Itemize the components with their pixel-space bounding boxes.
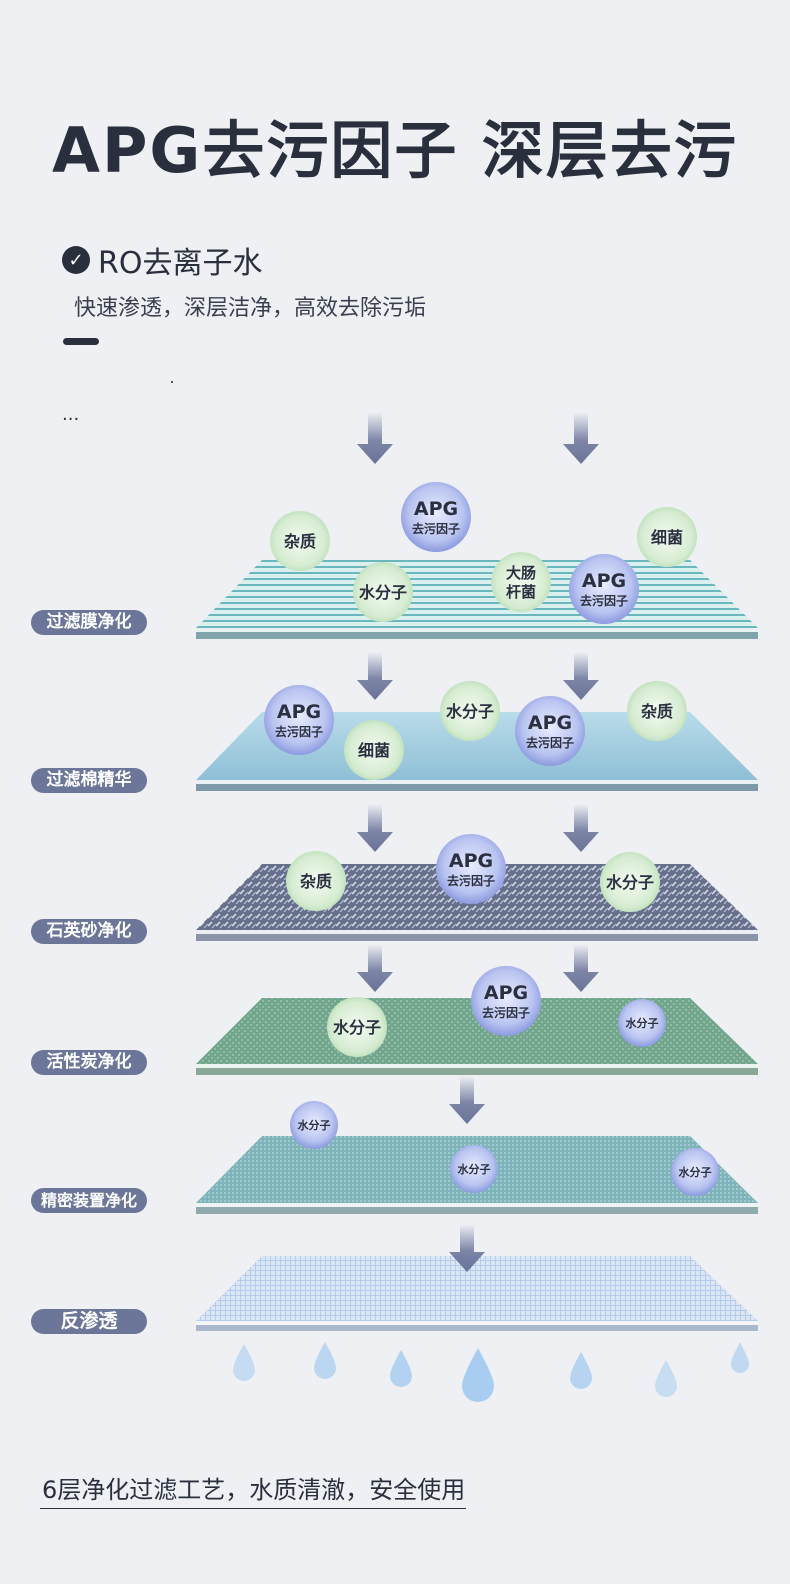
water-bubble: 水分子 bbox=[600, 852, 660, 912]
arrow-icons bbox=[357, 412, 599, 1272]
svg-text:APG: APG bbox=[277, 701, 321, 723]
apg-bubble: APG 去污因子 bbox=[436, 834, 506, 904]
svg-text:细菌: 细菌 bbox=[358, 741, 390, 760]
arrow-down-icon bbox=[563, 944, 599, 992]
arrow-down-icon bbox=[357, 804, 393, 852]
svg-text:水分子: 水分子 bbox=[333, 1018, 381, 1037]
arrow-down-icon bbox=[357, 944, 393, 992]
svg-text:去污因子: 去污因子 bbox=[526, 735, 574, 750]
layer-label-ro: 反渗透 bbox=[31, 1309, 147, 1334]
svg-text:杂质: 杂质 bbox=[284, 532, 316, 551]
water-drop-icon bbox=[462, 1348, 494, 1402]
subtitle-description: 快速渗透，深层洁净，高效去除污垢 bbox=[74, 296, 427, 321]
footer-underline bbox=[40, 1508, 466, 1509]
arrow-down-icon bbox=[563, 412, 599, 464]
water-drop-icon bbox=[655, 1360, 677, 1397]
svg-text:杆菌: 杆菌 bbox=[506, 583, 536, 601]
water-drop-icon bbox=[314, 1342, 336, 1379]
water-bubble: 水分子 bbox=[450, 1145, 498, 1193]
svg-text:APG: APG bbox=[582, 570, 626, 592]
svg-text:水分子: 水分子 bbox=[446, 702, 494, 721]
apg-bubble: APG 去污因子 bbox=[401, 482, 471, 552]
page-title: APG去污因子 深层去污 bbox=[52, 114, 738, 187]
arrow-down-icon bbox=[449, 1076, 485, 1124]
bacteria-bubble: 细菌 bbox=[637, 507, 697, 567]
arrow-down-icon bbox=[563, 652, 599, 700]
svg-text:APG: APG bbox=[484, 982, 528, 1004]
svg-text:细菌: 细菌 bbox=[651, 528, 683, 547]
svg-text:APG: APG bbox=[528, 712, 572, 734]
svg-text:水分子: 水分子 bbox=[626, 1016, 659, 1030]
svg-text:去污因子: 去污因子 bbox=[412, 521, 460, 536]
impurity-bubble: 杂质 bbox=[286, 851, 346, 911]
svg-text:APG: APG bbox=[414, 498, 458, 520]
svg-text:APG: APG bbox=[449, 850, 493, 872]
layer-label-precision: 精密装置净化 bbox=[31, 1188, 147, 1213]
svg-text:水分子: 水分子 bbox=[298, 1118, 331, 1132]
water-bubble: 水分子 bbox=[440, 681, 500, 741]
apg-bubble: APG 去污因子 bbox=[569, 554, 639, 624]
water-drop-icon bbox=[570, 1352, 592, 1389]
bacteria-bubble: 细菌 bbox=[344, 720, 404, 780]
svg-text:杂质: 杂质 bbox=[300, 872, 332, 891]
arrow-down-icon bbox=[449, 1224, 485, 1272]
svg-text:大肠: 大肠 bbox=[506, 564, 536, 582]
layer-label-carbon: 活性炭净化 bbox=[31, 1050, 147, 1075]
water-drop-icon bbox=[233, 1344, 255, 1381]
apg-bubble: APG 去污因子 bbox=[264, 685, 334, 755]
water-bubble: 水分子 bbox=[618, 999, 666, 1047]
subtitle-heading-text: RO去离子水 bbox=[98, 246, 263, 281]
ellipsis-text: ... bbox=[62, 404, 80, 425]
subtitle-heading: ✓ RO去离子水 bbox=[62, 238, 262, 282]
ecoli-bubble: 大肠 杆菌 bbox=[491, 552, 551, 612]
water-drop-icon bbox=[390, 1350, 412, 1387]
water-bubble: 水分子 bbox=[327, 997, 387, 1057]
water-bubble: 水分子 bbox=[290, 1101, 338, 1149]
water-drops bbox=[233, 1342, 749, 1402]
apg-bubble: APG 去污因子 bbox=[515, 696, 585, 766]
svg-text:杂质: 杂质 bbox=[641, 702, 673, 721]
svg-text:去污因子: 去污因子 bbox=[275, 724, 323, 739]
svg-text:水分子: 水分子 bbox=[458, 1162, 491, 1176]
water-bubble: 水分子 bbox=[671, 1148, 719, 1196]
check-circle-icon: ✓ bbox=[62, 246, 90, 274]
arrow-down-icon bbox=[357, 652, 393, 700]
layer-label-quartz: 石英砂净化 bbox=[31, 919, 147, 944]
svg-text:去污因子: 去污因子 bbox=[447, 873, 495, 888]
apg-bubble: APG 去污因子 bbox=[471, 966, 541, 1036]
svg-text:水分子: 水分子 bbox=[359, 583, 407, 602]
footer-caption: 6层净化过滤工艺，水质清澈，安全使用 bbox=[42, 1476, 466, 1504]
svg-text:水分子: 水分子 bbox=[606, 873, 654, 892]
layer-membrane bbox=[196, 560, 758, 639]
svg-text:去污因子: 去污因子 bbox=[580, 593, 628, 608]
impurity-bubble: 杂质 bbox=[627, 681, 687, 741]
svg-text:水分子: 水分子 bbox=[679, 1165, 712, 1179]
layer-label-membrane: 过滤膜净化 bbox=[31, 610, 147, 635]
decorative-dot bbox=[171, 381, 173, 383]
layer-cotton bbox=[196, 712, 758, 791]
layer-reverse-osmosis bbox=[196, 1256, 758, 1331]
divider-dash bbox=[63, 338, 99, 345]
arrow-down-icon bbox=[357, 412, 393, 464]
impurity-bubble: 杂质 bbox=[270, 511, 330, 571]
water-drop-icon bbox=[731, 1342, 749, 1373]
water-bubble: 水分子 bbox=[353, 562, 413, 622]
arrow-down-icon bbox=[563, 804, 599, 852]
svg-text:去污因子: 去污因子 bbox=[482, 1005, 530, 1020]
layer-label-cotton: 过滤棉精华 bbox=[31, 768, 147, 793]
